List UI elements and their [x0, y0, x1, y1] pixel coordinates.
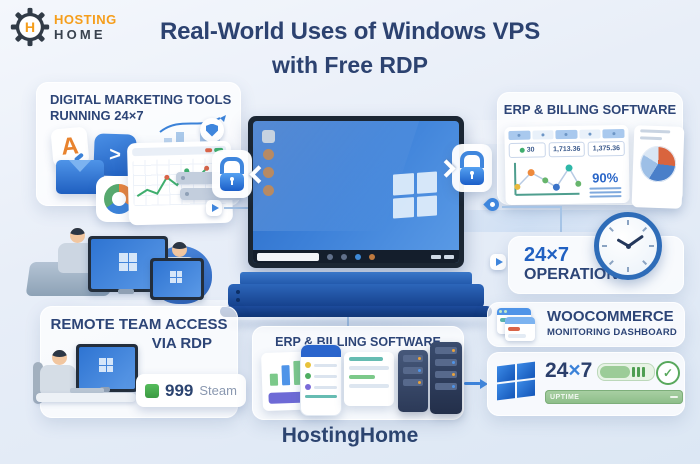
person-head — [172, 242, 187, 257]
arrow-tail — [464, 382, 481, 385]
digital-heading-line2: RUNNING 24×7 — [50, 108, 144, 123]
laptop-body — [228, 284, 484, 308]
invoice-panel — [344, 352, 394, 406]
stat-box-sales: 1,375.36 — [587, 140, 625, 157]
logo-monogram: H — [25, 20, 35, 36]
page-title-line2: with Free RDP — [272, 52, 428, 78]
percent-badge: 90% — [586, 170, 624, 198]
percent-value: 90% — [592, 170, 619, 186]
uptime-24x7: 24×7 — [545, 360, 592, 382]
terminal-glyph: > — [108, 143, 122, 166]
uptime-bar-label: UPTIME — [550, 393, 580, 401]
search-pill — [257, 252, 319, 261]
browser-window-icon — [505, 317, 535, 341]
laptop-hinge — [240, 272, 472, 286]
taskbar-app-icon — [369, 253, 375, 260]
lock-left-icon — [212, 150, 252, 198]
play-icon — [206, 200, 222, 216]
logo-word-hosting: HOSTING — [54, 12, 117, 27]
windows-flag-icon — [497, 361, 535, 401]
steam-number: 999 — [165, 380, 194, 400]
person-head — [70, 228, 85, 243]
taskbar-app-icon — [355, 253, 361, 260]
arrow-icon — [480, 379, 488, 389]
uptime-num-left: 24 — [545, 359, 569, 382]
connector-line — [560, 206, 562, 232]
brand-logo: H HOSTING HOME — [10, 7, 117, 47]
uptime-times: × — [568, 359, 581, 382]
progress-bar — [597, 363, 655, 381]
pie-chart-icon — [639, 145, 677, 183]
steam-label: Steam — [199, 383, 237, 398]
desktop-icon — [263, 185, 274, 196]
taskbar-app-icon — [327, 253, 333, 260]
server-tower-icon — [430, 342, 462, 414]
shield-badge — [200, 118, 224, 142]
woocommerce-line2: MONITORING DASHBOARD — [547, 327, 677, 338]
erp-dashboard-panel: 30 1,713.36 1,375.36 90% — [504, 124, 630, 206]
laptop-base — [220, 306, 492, 317]
play-icon — [490, 254, 506, 270]
operations-line1: 24×7 — [524, 244, 570, 266]
digital-heading-line1: DIGITAL MARKETING TOOLS — [50, 92, 232, 107]
windows-logo-icon — [393, 171, 437, 219]
lock-right-icon — [452, 144, 492, 192]
steam-status-icon — [145, 383, 159, 398]
keyboard-illustration — [70, 388, 104, 393]
laptop-shadow — [225, 319, 490, 329]
uptime-num-right: 7 — [580, 359, 593, 382]
uptime-status-bar: UPTIME — [545, 390, 683, 404]
vent-dot — [236, 298, 240, 302]
vent-dot — [236, 290, 240, 294]
steam-badge: 999 Steam — [136, 374, 246, 407]
monitor-stand — [100, 387, 110, 392]
stat-box-revenue: 1,713.36 — [548, 141, 586, 158]
clock-icon — [594, 212, 662, 280]
monitor-stand — [118, 289, 134, 294]
phone-illustration — [300, 344, 342, 416]
desktop-icon — [263, 167, 274, 178]
erp-line-chart — [513, 162, 582, 196]
remote-line2: VIA RDP — [151, 335, 212, 352]
page-title-line1: Real-World Uses of Windows VPS — [159, 18, 541, 45]
chair-illustration — [33, 362, 43, 404]
windows-desktop — [253, 121, 459, 263]
gear-icon: H — [10, 7, 50, 47]
dashboard-tab-strip — [508, 128, 625, 141]
stat-box-users: 30 — [508, 142, 546, 159]
woocommerce-line1: WOOCOMMERCE — [547, 308, 674, 325]
remote-line1: REMOTE TEAM ACCESS — [50, 316, 228, 333]
person-head — [52, 350, 67, 365]
desk-monitor — [76, 344, 138, 392]
operations-line2: OPERATIONS — [524, 266, 629, 283]
erp-top-heading: ERP & BILLING SOFTWARE — [503, 102, 677, 117]
team-laptop-screen — [150, 258, 204, 300]
system-tray — [431, 254, 454, 259]
desk-illustration — [36, 393, 136, 402]
desktop-icon — [263, 149, 274, 160]
shield-icon — [206, 123, 218, 137]
taskbar — [253, 250, 459, 263]
logo-word-home: HOME — [54, 27, 106, 42]
check-icon: ✓ — [656, 361, 680, 385]
pie-panel — [631, 125, 685, 209]
laptop — [248, 116, 464, 268]
server-tower-icon — [398, 350, 428, 412]
footer-brand: HostingHome — [281, 424, 419, 447]
taskbar-app-icon — [341, 253, 347, 260]
desktop-icon — [262, 130, 275, 143]
connector-line — [224, 207, 250, 209]
connector-line — [502, 206, 562, 208]
